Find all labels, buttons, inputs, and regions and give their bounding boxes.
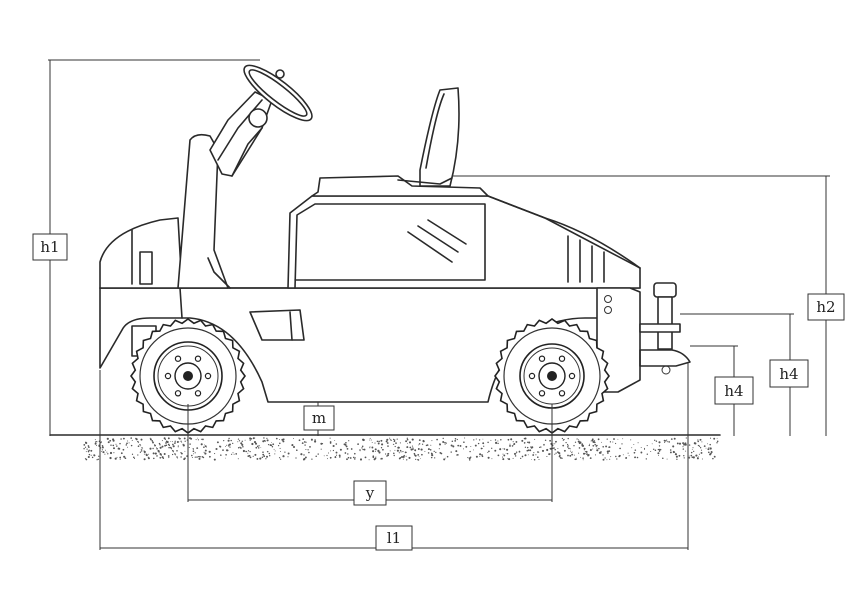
dimension-label-h2: h2 [807,293,845,321]
svg-text:h2: h2 [816,298,835,316]
ground [49,434,721,461]
svg-text:y: y [365,484,375,502]
svg-text:m: m [312,409,326,427]
dimension-label-y: y [353,480,387,506]
dimension-label-h1: h1 [32,233,68,261]
svg-text:h4: h4 [779,365,798,383]
svg-text:h1: h1 [40,238,59,256]
tractor-body [99,64,691,403]
dimension-label-m: m [303,405,335,431]
svg-text:h4: h4 [724,382,743,400]
dimension-label-l1: l1 [375,525,413,551]
front-wheel [494,318,610,434]
dimension-label-h4-rear: h4 [769,359,809,388]
dimension-label-h4-front: h4 [714,376,754,405]
svg-text:l1: l1 [387,529,401,547]
